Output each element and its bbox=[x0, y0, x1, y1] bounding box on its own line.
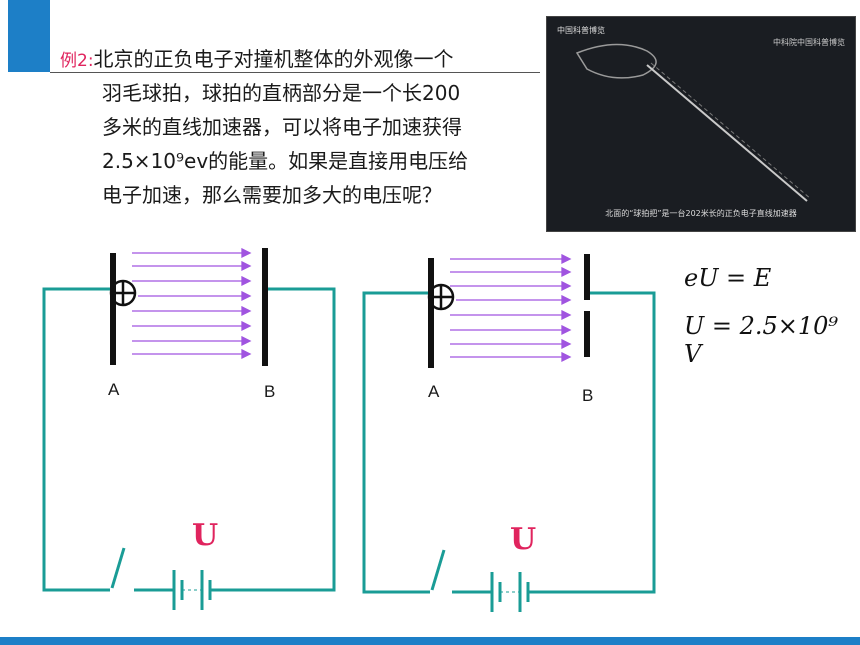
field-lines-1 bbox=[132, 247, 252, 360]
title-accent-bar bbox=[8, 0, 50, 72]
problem-line-4: 2.5×10⁹ev的能量。如果是直接用电压给 bbox=[102, 149, 469, 173]
field-lines-2 bbox=[450, 253, 572, 363]
photo-corner-text: 中科院中国科普博览 bbox=[773, 38, 845, 47]
equation-energy: eU = E bbox=[684, 264, 772, 292]
example-label: 例2: bbox=[60, 51, 94, 71]
plate-a bbox=[110, 253, 116, 365]
accelerator-sketch bbox=[575, 43, 812, 202]
title-underline bbox=[50, 72, 540, 73]
problem-line-1: 例2:北京的正负电子对撞机整体的外观像一个 bbox=[60, 47, 454, 71]
problem-text: 例2:北京的正负电子对撞机整体的外观像一个 羽毛球拍，球拍的直柄部分是一个长20… bbox=[60, 42, 540, 212]
circuit-1 bbox=[42, 247, 336, 610]
label-b-1: B bbox=[264, 382, 276, 401]
voltage-label-1: U bbox=[192, 518, 219, 553]
plate-b-2-upper bbox=[584, 254, 590, 300]
label-a-2: A bbox=[428, 382, 440, 401]
circuit-2 bbox=[362, 253, 656, 612]
collider-photo: 中国科普博览 中科院中国科普博览 北面的“球拍把”是一台202米长的正负电子直线… bbox=[546, 16, 856, 232]
problem-line-5: 电子加速，那么需要加多大的电压呢？ bbox=[102, 183, 442, 207]
plate-b bbox=[262, 248, 268, 366]
plate-a-2 bbox=[428, 258, 434, 368]
plate-b-2-lower bbox=[584, 311, 590, 357]
footer-bar bbox=[0, 637, 860, 645]
photo-logo: 中国科普博览 bbox=[557, 26, 605, 35]
label-b-2: B bbox=[582, 386, 594, 405]
voltage-label-2: U bbox=[510, 522, 537, 557]
photo-caption: 北面的“球拍把”是一台202米长的正负电子直线加速器 bbox=[605, 209, 797, 218]
label-a-1: A bbox=[108, 380, 120, 399]
equation-voltage: U = 2.5×10⁹ V bbox=[684, 312, 839, 368]
problem-line-2: 羽毛球拍，球拍的直柄部分是一个长200 bbox=[102, 81, 461, 105]
problem-line-3: 多米的直线加速器，可以将电子加速获得 bbox=[102, 115, 462, 139]
